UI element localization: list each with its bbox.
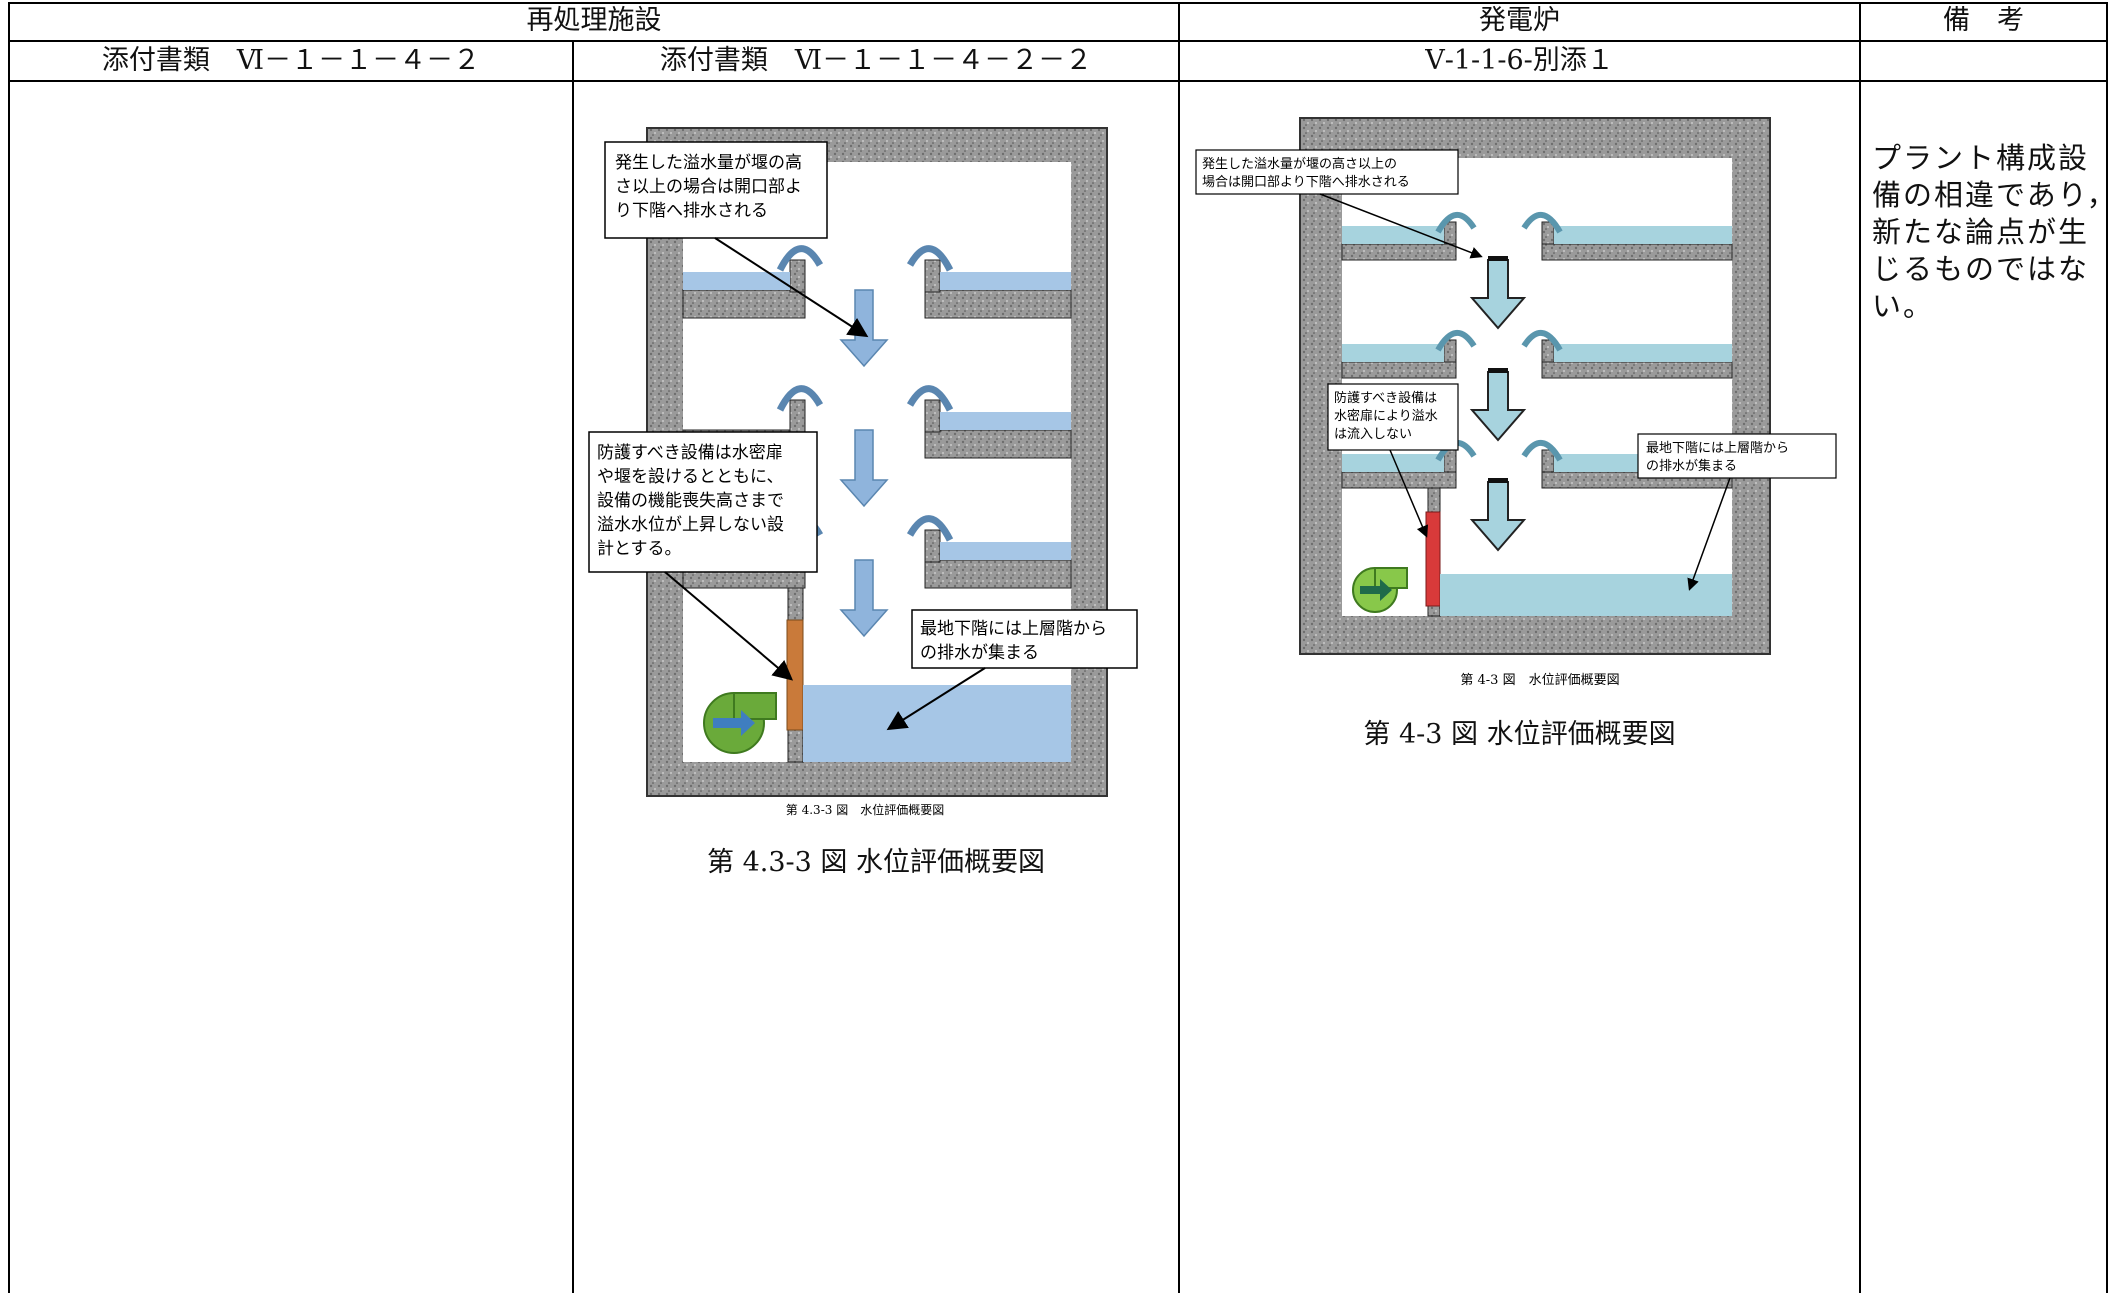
left-callout-mid-line-1: 防護すべき設備は水密扉 <box>597 443 783 463</box>
right-callout-bottom-line-2: の排水が集まる <box>1646 458 1737 474</box>
row-divider-2 <box>8 80 2108 82</box>
header-power-reactor: 発電炉 <box>1479 5 1560 36</box>
col-divider-1 <box>572 42 574 1293</box>
right-water-level-diagram: 発生した溢水量が堰の高さ以上の 場合は開口部より下階へ排水される 防護すべき設備… <box>1195 117 1837 688</box>
subheader-col2: 添付書類 Ⅵ－１－１－４－２－２ <box>659 45 1093 76</box>
remarks-line-1: プラント構成設 <box>1872 141 2090 175</box>
table-border-right <box>2106 2 2108 1293</box>
left-callout-top-line-3: り下階へ排水される <box>615 201 768 221</box>
right-inner-caption: 第 4-3 図 水位評価概要図 <box>1460 673 1619 688</box>
left-inner-caption: 第 4.3-3 図 水位評価概要図 <box>786 802 944 817</box>
left-water-level-diagram: 発生した溢水量が堰の高 さ以上の場合は開口部よ り下階へ排水される 防護すべき設… <box>588 127 1138 817</box>
left-callout-mid-line-2: や堰を設けるとともに、 <box>597 467 784 487</box>
right-callout-top-line-2: 場合は開口部より下階へ排水される <box>1202 175 1410 190</box>
col-divider-2 <box>1178 2 1180 1293</box>
right-callout-mid-line-2: 水密扉により溢水 <box>1334 408 1438 424</box>
pump-icon <box>703 692 777 754</box>
left-figure-caption: 第 4.3-3 図 水位評価概要図 <box>707 847 1045 878</box>
left-callout-bottom-line-1: 最地下階には上層階から <box>920 619 1107 639</box>
right-callout-mid-line-1: 防護すべき設備は <box>1334 390 1437 406</box>
header-reprocessing: 再処理施設 <box>526 5 662 36</box>
right-callout-bottom-line-1: 最地下階には上層階から <box>1646 441 1789 456</box>
right-callout-top-line-1: 発生した溢水量が堰の高さ以上の <box>1202 156 1397 172</box>
left-callout-top-line-2: さ以上の場合は開口部よ <box>615 177 802 197</box>
left-callout-bottom-line-2: の排水が集まる <box>920 643 1039 663</box>
row-divider-1 <box>8 40 2108 42</box>
right-callout-mid-line-3: は流入しない <box>1334 427 1412 442</box>
remarks-line-3: 新たな論点が生 <box>1872 215 2090 249</box>
comparison-table <box>8 2 2108 1293</box>
remarks-line-4: じるものではな <box>1872 252 2090 286</box>
left-callout-mid-line-4: 溢水水位が上昇しない設 <box>597 515 784 535</box>
remarks-line-2: 備の相違であり， <box>1872 178 2109 212</box>
col-divider-3 <box>1859 2 1861 1293</box>
left-callout-mid-line-3: 設備の機能喪失高さまで <box>597 491 784 511</box>
remarks-line-5: い。 <box>1872 289 1935 323</box>
subheader-col1: 添付書類 Ⅵ－１－１－４－２ <box>101 45 481 76</box>
right-figure-caption: 第 4-3 図 水位評価概要図 <box>1363 719 1676 750</box>
subheader-col3: Ⅴ-1-1-6-別添１ <box>1425 45 1614 76</box>
header-remarks: 備 考 <box>1943 5 2024 36</box>
left-callout-mid-line-5: 計とする。 <box>597 539 682 559</box>
left-callout-top-line-1: 発生した溢水量が堰の高 <box>615 153 802 173</box>
remarks-text: プラント構成設 備の相違であり， 新たな論点が生 じるものではな い。 <box>1872 140 2109 325</box>
pump-icon <box>1352 567 1408 613</box>
